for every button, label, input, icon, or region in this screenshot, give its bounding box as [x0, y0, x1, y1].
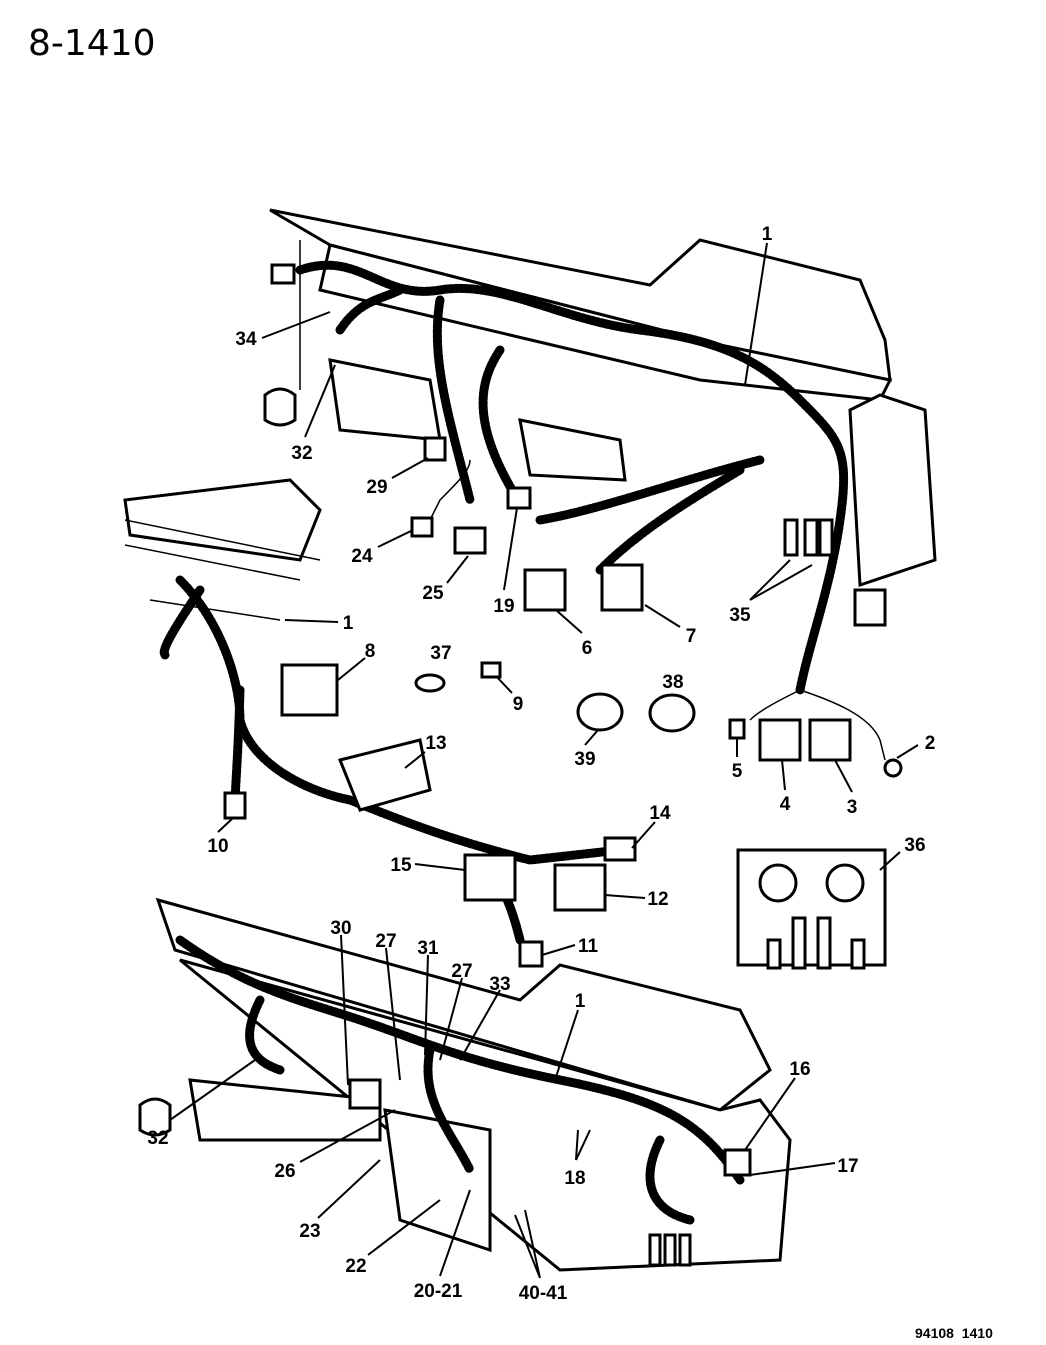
- leader-lines: [169, 242, 919, 1279]
- callout-3: 3: [847, 797, 858, 818]
- callout-38: 38: [662, 672, 683, 693]
- callout-6: 6: [582, 638, 593, 659]
- callout-37: 37: [430, 643, 451, 664]
- callout-25: 25: [422, 583, 444, 604]
- callout-labels: 1 34 32 29 24 25 19 6 7 35 1 8 37 9 38 3…: [147, 224, 935, 1304]
- loose-parts: [414, 661, 887, 970]
- page-number: 8-1410: [28, 23, 156, 64]
- callout-4: 4: [780, 794, 791, 815]
- callout-23: 23: [299, 1221, 320, 1242]
- callout-11: 11: [578, 936, 599, 957]
- callout-26: 26: [274, 1161, 295, 1182]
- callout-1-top: 1: [762, 224, 773, 245]
- callout-2: 2: [925, 733, 936, 754]
- callout-36: 36: [904, 835, 925, 856]
- callout-19: 19: [493, 596, 514, 617]
- callout-34: 34: [235, 329, 257, 350]
- callout-16: 16: [789, 1059, 810, 1080]
- callout-40-41: 40-41: [519, 1283, 568, 1304]
- callout-17: 17: [837, 1156, 858, 1177]
- callout-1-bottom: 1: [575, 991, 586, 1012]
- callout-32-bottom: 32: [147, 1128, 168, 1149]
- callout-15: 15: [390, 855, 412, 876]
- callout-8: 8: [365, 641, 376, 662]
- callout-12: 12: [647, 889, 668, 910]
- callout-35: 35: [729, 605, 751, 626]
- callout-14: 14: [649, 803, 671, 824]
- instrument-panel-bottom: [138, 897, 792, 1272]
- instrument-panel-top: [263, 208, 937, 778]
- callout-30: 30: [330, 918, 351, 939]
- callout-39: 39: [574, 749, 595, 770]
- callout-27-b: 27: [451, 961, 472, 982]
- callout-9: 9: [513, 694, 524, 715]
- callout-10: 10: [207, 836, 228, 857]
- callout-31: 31: [417, 938, 439, 959]
- callout-27-a: 27: [375, 931, 396, 952]
- callout-22: 22: [345, 1256, 366, 1277]
- callout-13: 13: [425, 733, 446, 754]
- callout-32-top: 32: [291, 443, 312, 464]
- callout-20-21: 20-21: [414, 1281, 463, 1302]
- callout-33: 33: [489, 974, 510, 995]
- callout-5: 5: [732, 761, 743, 782]
- callout-1-left: 1: [343, 613, 354, 634]
- callout-29: 29: [366, 477, 387, 498]
- callout-7: 7: [686, 626, 697, 647]
- callout-24: 24: [351, 546, 373, 567]
- figure-code: 94108 1410: [915, 1325, 993, 1341]
- harness-left: [123, 478, 637, 968]
- callout-18: 18: [564, 1168, 585, 1189]
